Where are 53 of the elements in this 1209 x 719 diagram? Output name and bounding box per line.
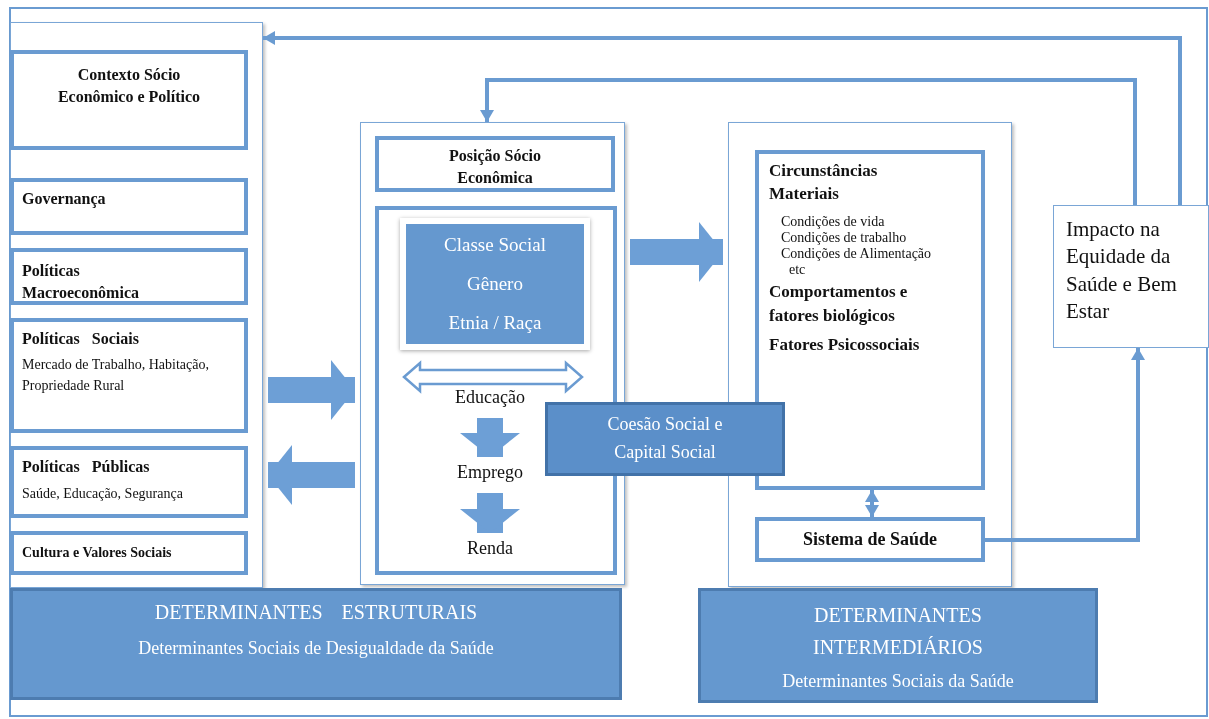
text-box [375,136,615,192]
text-box [10,318,248,433]
text-box [545,402,785,476]
outcome-box [1053,205,1209,348]
block-arrow [268,445,355,505]
box-heading: Cultura e Valores Sociais [21,544,173,561]
flow-text: Emprego [456,462,524,483]
item-text: Classe Social [444,234,546,257]
box-heading: Fatores Psicossociais [768,335,921,356]
box-heading: Políticas Macroeconômica [21,261,140,304]
box-heading: Circunstâncias Materiais [768,160,879,205]
box-heading: Posição Sócio Econômica [448,146,542,189]
box-heading: Comportamentos e fatores biológicos [768,280,909,327]
box-heading: Governança [21,189,107,208]
banner [698,588,1098,703]
arrow [480,78,1137,205]
double-arrow [865,490,879,517]
item-text: Etnia / Raça [448,311,542,334]
body-text: Saúde, Educação, Segurança [21,486,184,502]
text-box [755,517,985,562]
box-heading: Políticas Públicas [21,457,151,477]
block-arrow [460,493,520,533]
band-title: DETERMINANTES INTERMEDIÁRIOS [812,603,984,660]
box-heading: Políticas Sociais [21,329,140,349]
text-box [10,248,248,305]
box-heading: Sistema de Saúde [802,528,938,550]
text-box [10,446,248,518]
item-text: Gênero [467,273,523,295]
block-arrow [630,222,723,282]
text-box [755,150,985,490]
panel [728,122,1012,587]
box-text: Impacto na Equidade da Saúde e Bem Estar [1066,216,1178,325]
body-text: Mercado de Trabalho, Habitação, Propriedade Rural [21,356,210,395]
band-subtitle: Determinantes Sociais de Desigualdade da Saúde [137,637,495,659]
block-arrow [268,360,355,420]
text-box [10,50,248,150]
box-heading: Contexto Sócio Econômico e Político [56,65,202,108]
flow-text: Renda [466,538,514,559]
block-arrow [460,418,520,457]
list-item: Condições de vida [780,213,886,230]
band-title: DETERMINANTES ESTRUTURAIS [153,600,479,624]
band-subtitle: Determinantes Sociais da Saúde [781,670,1015,692]
arrow [985,348,1145,542]
arrow [263,31,1182,205]
box-text: Coesão Social e Capital Social [606,413,724,464]
text-box [10,531,248,575]
banner [10,588,622,700]
list-item: etc [788,261,807,278]
panel [10,22,263,588]
list-item: Condições de Alimentação [780,245,933,262]
text-box [10,178,248,235]
list-item: Condições de trabalho [780,229,908,246]
flow-text: Educação [454,387,526,408]
